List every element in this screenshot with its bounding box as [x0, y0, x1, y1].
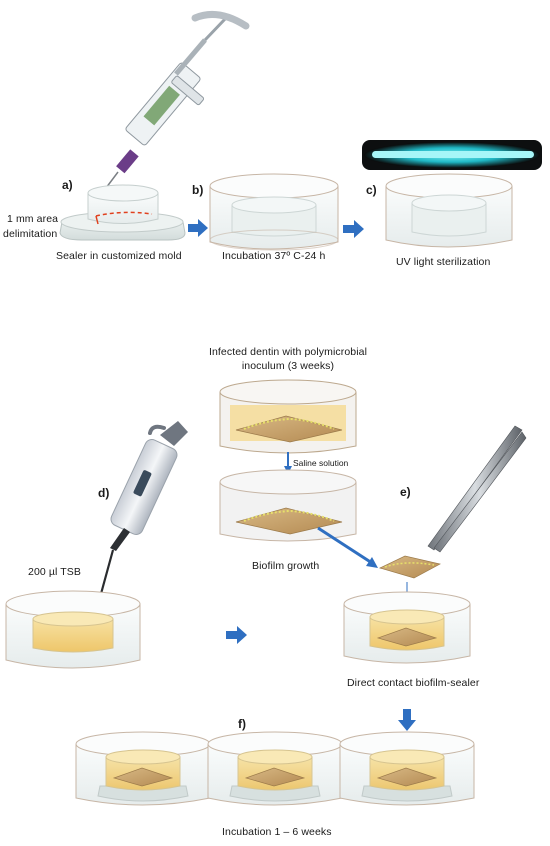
caption-direct-contact: Direct contact biofilm-sealer — [347, 677, 480, 689]
caption-infected-dentin-line1: Infected dentin with polymicrobial — [208, 346, 368, 358]
direct-contact-container-e — [343, 591, 471, 664]
arrow-b-to-c — [343, 220, 364, 238]
incubation-container-f2 — [207, 731, 343, 806]
infected-dentin-container — [219, 379, 357, 454]
caption-incubation-weeks: Incubation 1 – 6 weeks — [222, 826, 332, 838]
pipette-icon — [94, 421, 188, 613]
incubation-container-f3 — [339, 731, 475, 806]
biofilm-growth-container — [219, 469, 357, 542]
tsb-container-d — [5, 590, 141, 669]
step-label-d: d) — [98, 486, 110, 500]
transfer-arrow — [317, 526, 378, 568]
caption-biofilm-growth: Biofilm growth — [252, 560, 320, 572]
sterilization-container-c — [385, 173, 513, 248]
sealer-mold-a — [59, 184, 186, 241]
incubation-container-f1 — [75, 731, 211, 806]
uv-lamp-icon — [362, 140, 542, 170]
biofilm-sample-piece — [379, 555, 441, 579]
step-label-a: a) — [62, 178, 73, 192]
caption-incubation-24h: Incubation 37º C-24 h — [222, 250, 326, 262]
arrow-a-to-b — [188, 219, 208, 237]
area-delimitation-line2: delimitation — [3, 228, 58, 240]
syringe-icon — [99, 10, 250, 197]
caption-infected-dentin-line2: inoculum (3 weeks) — [241, 360, 335, 372]
caption-tsb-volume: 200 µl TSB — [28, 566, 81, 578]
step-label-e: e) — [400, 485, 411, 499]
incubation-container-b — [209, 173, 339, 251]
step-label-c: c) — [366, 183, 377, 197]
area-delimitation-line1: 1 mm area — [7, 213, 59, 225]
caption-uv-sterilization: UV light sterilization — [396, 256, 491, 268]
arrow-d-to-e — [226, 626, 247, 644]
tweezers-icon — [427, 425, 527, 553]
step-label-b: b) — [192, 183, 204, 197]
arrow-e-to-f — [398, 709, 416, 731]
caption-saline-solution: Saline solution — [293, 458, 349, 468]
step-label-f: f) — [238, 717, 246, 731]
caption-sealer-mold: Sealer in customized mold — [56, 250, 182, 262]
